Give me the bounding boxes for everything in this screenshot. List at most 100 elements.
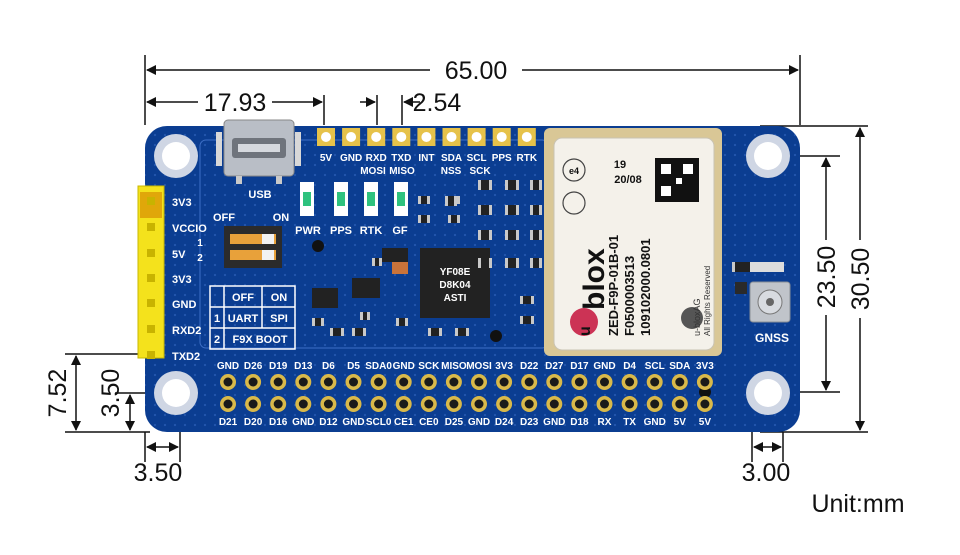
smd-part xyxy=(505,180,519,190)
smd-part xyxy=(530,230,542,240)
smd-terminal xyxy=(352,328,355,336)
smd-part xyxy=(520,316,534,324)
smd-terminal xyxy=(363,328,366,336)
gpio-bottom-label: GND xyxy=(543,417,565,428)
gpio-bottom-label: D20 xyxy=(244,417,263,428)
gpio-bottom-label: SCL0 xyxy=(366,417,392,428)
mode-row1-num: 1 xyxy=(214,313,220,325)
gnss-label: GNSS xyxy=(755,331,789,345)
gpio-pad-hole xyxy=(248,377,258,387)
smd-part xyxy=(396,318,408,326)
smd-terminal xyxy=(478,180,481,190)
smd-terminal xyxy=(445,196,448,206)
gpio-top-label: GND xyxy=(593,361,615,372)
gpio-top-label: GND xyxy=(217,361,239,372)
smd-terminal xyxy=(520,316,523,324)
dim-hole-offset-right: 3.00 xyxy=(742,459,791,487)
gpio-top-label: D27 xyxy=(545,361,564,372)
smd-terminal xyxy=(321,318,324,326)
smd-terminal xyxy=(732,262,735,272)
top-pad-hole xyxy=(471,132,482,142)
top-pad-hole xyxy=(421,132,432,142)
gnss-module xyxy=(544,128,722,356)
gpio-bottom-label: D21 xyxy=(219,417,238,428)
gpio-pad-hole xyxy=(549,377,559,387)
gpio-pad-hole xyxy=(349,377,358,387)
smd-terminal xyxy=(372,258,375,266)
gpio-pad-hole xyxy=(399,377,409,387)
smd-part xyxy=(530,180,542,190)
smd-part xyxy=(530,205,542,215)
left-pin-label: GND xyxy=(172,299,197,311)
smd-terminal xyxy=(505,230,508,240)
gpio-pad-hole xyxy=(524,377,534,387)
smd-terminal xyxy=(396,318,399,326)
left-pin-label: TXD2 xyxy=(172,351,200,363)
gpio-pad-hole xyxy=(374,399,384,409)
gpio-top-label: 3V3 xyxy=(495,361,513,372)
top-pin-label: INT xyxy=(418,153,434,164)
gpio-top-label: D5 xyxy=(347,361,360,372)
left-pin xyxy=(147,299,155,307)
gpio-top-label: D6 xyxy=(322,361,335,372)
gpio-top-label: D17 xyxy=(570,361,589,372)
left-pin-label: VCCIO xyxy=(172,223,207,235)
module-rights: All Rights Reserved xyxy=(703,266,712,336)
usb-label: USB xyxy=(248,189,271,201)
dim-header-pitch: 2.54 xyxy=(413,89,462,117)
smd-terminal xyxy=(448,215,451,223)
left-pin xyxy=(147,249,155,257)
gpio-bottom-label: TX xyxy=(623,417,636,428)
smd-terminal xyxy=(531,316,534,324)
usb-connector xyxy=(216,119,301,184)
chip-line2: D8K04 xyxy=(439,280,471,291)
smd-terminal xyxy=(531,296,534,304)
smd-terminal xyxy=(330,328,333,336)
gpio-bottom-label: CE0 xyxy=(419,417,439,428)
gpio-pad-hole xyxy=(424,377,434,387)
gpio-top-label: D13 xyxy=(294,361,313,372)
dip-switch[interactable] xyxy=(224,226,282,268)
smd-part xyxy=(418,196,430,204)
module-brand: blox xyxy=(578,248,611,310)
top-pad-hole xyxy=(346,132,357,142)
module-model: ZED-F9P-01B-01 xyxy=(606,235,621,336)
gpio-bottom-label: CE1 xyxy=(394,417,414,428)
smd-terminal xyxy=(418,215,421,223)
led-label-rtk: RTK xyxy=(360,225,383,237)
top-pad-hole xyxy=(321,132,331,142)
switch-off-label: OFF xyxy=(213,212,235,224)
gpio-pad-hole xyxy=(323,377,333,387)
gpio-pad-hole xyxy=(574,377,584,387)
smd-terminal xyxy=(539,258,542,268)
mode-row1-on: SPI xyxy=(270,313,288,325)
top-pad-hole xyxy=(371,132,382,142)
mounting-holes xyxy=(154,134,790,415)
chip-line3: ASTI xyxy=(444,293,467,304)
chip-line1: YF08E xyxy=(440,267,471,278)
gpio-top-label: SDA xyxy=(669,361,690,372)
smd-terminal xyxy=(418,196,421,204)
gpio-pad-hole xyxy=(650,377,660,387)
top-header-pads xyxy=(317,128,536,146)
module-maker: u-bloxAG xyxy=(692,298,702,336)
gpio-pad-hole xyxy=(600,399,609,409)
left-pin-label: 5V xyxy=(172,249,186,261)
dim-left-offset: 7.52 xyxy=(44,369,72,418)
dim-hole-offset-vertical: 3.50 xyxy=(97,369,125,418)
gpio-bottom-label: 5V xyxy=(699,417,712,428)
gpio-top-label: GND xyxy=(393,361,415,372)
smd-terminal xyxy=(489,205,492,215)
smd-part xyxy=(418,215,430,223)
top-pad-hole xyxy=(396,132,407,142)
smd-terminal xyxy=(427,196,430,204)
smd-part xyxy=(445,196,457,206)
top-pad-hole xyxy=(446,132,457,142)
smd-terminal xyxy=(478,258,481,268)
smd-terminal xyxy=(478,230,481,240)
top-header-sub-labels: MOSI MISO NSS SCK xyxy=(360,166,491,177)
smd-terminal xyxy=(405,318,408,326)
